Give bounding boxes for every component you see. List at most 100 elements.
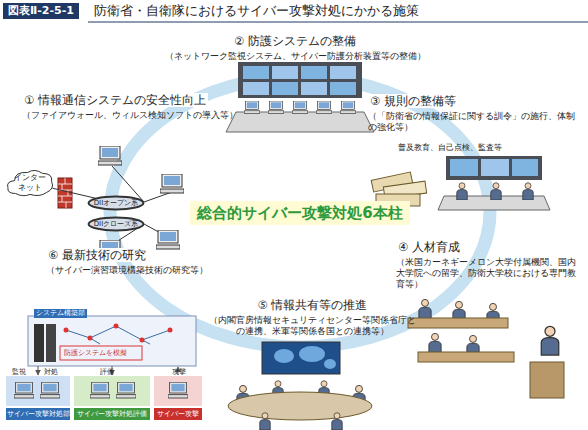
- control-room-part: [292, 101, 308, 113]
- network-oval: DIIクローズ系: [88, 217, 144, 231]
- node-heading: サイバー攻撃部: [154, 408, 202, 430]
- classroom-illustration-part: [419, 299, 431, 319]
- control-room-part: [238, 62, 362, 98]
- classroom-illustration-part: [429, 333, 441, 353]
- control-room-part: [243, 82, 269, 95]
- control-room-part: [301, 82, 327, 95]
- node-detail: （「防衛省の情報保証に関する訓令」の施行、体制の強化等）: [368, 111, 583, 132]
- exercise-illustration-part: [38, 366, 39, 375]
- node-detail: （米国カーネギーメロン大学付属機関、国内大学院への留学、防衛大学校における専門教…: [396, 257, 584, 289]
- meeting-illustration-part: [262, 342, 340, 374]
- meeting-illustration-part: [274, 349, 294, 363]
- pillar-hub: 総合的サイバー攻撃対処6本柱: [190, 201, 410, 225]
- control-room-part: [244, 101, 260, 113]
- oval-shape: [89, 218, 144, 231]
- rules-illustration-part: [523, 183, 534, 200]
- exercise-illustration-part: [88, 336, 93, 341]
- network-illustration-part: [156, 230, 180, 249]
- header-rule: [88, 22, 588, 23]
- control-room: [226, 62, 374, 132]
- control-room-part: [340, 101, 356, 113]
- exercise-illustration-part: [90, 382, 110, 398]
- meeting-illustration-part: [332, 413, 343, 430]
- flow-label: 攻撃: [172, 367, 186, 377]
- note-text: 普及教育、自己点検、監査等: [398, 142, 502, 153]
- network-oval: DIIオープン系: [88, 196, 144, 210]
- unit-box: サイバー攻撃部: [154, 408, 202, 420]
- exercise-illustration-part: [168, 382, 188, 398]
- exercise-illustration-part: [66, 326, 170, 344]
- classroom-illustration-part: [408, 318, 508, 328]
- exercise-illustration-part: [46, 324, 56, 362]
- node-detail: （サイバー演習環境構築技術の研究等）: [46, 265, 236, 276]
- node-detail: （ファイアウォール、ウィルス検知ソフトの導入等）: [22, 110, 262, 121]
- network-illustration-part: [98, 146, 122, 165]
- note-text: 防護システムを模擬: [64, 349, 127, 358]
- flow-label: 対処: [44, 367, 58, 377]
- node-detail: （ネットワーク監視システム、サイバー防護分析装置等の整備）: [140, 51, 450, 62]
- exercise-illustration-part: [40, 382, 60, 398]
- exercise-illustration-part: [116, 382, 136, 398]
- rules-illustration-part: [491, 183, 502, 200]
- node-heading: 総合的サイバー攻撃対処6本柱: [190, 201, 410, 225]
- internet-cloud: インターネット: [6, 168, 54, 198]
- node-heading: サイバー攻撃対処部: [6, 408, 70, 420]
- exercise-illustration-part: [34, 324, 44, 362]
- exercise-illustration-part: [14, 382, 34, 398]
- figure-title: 防衛省・自衛隊におけるサイバー攻撃対処にかかる施策: [94, 3, 419, 19]
- rules-illustration-part: [481, 159, 509, 176]
- exercise-illustration: [6, 316, 202, 406]
- control-room-part: [330, 66, 356, 79]
- classroom-illustration-part: [530, 362, 564, 398]
- exercise-illustration-part: [140, 338, 145, 343]
- meeting-illustration-part: [324, 359, 336, 369]
- exercise-illustration-part: [74, 376, 150, 406]
- node-heading: ⑤ 情報共有等の推進: [256, 298, 370, 312]
- node-detail: （内閣官房情報セキュリティセンター等関係省庁との連携、米軍等関係各国との連携等）: [205, 315, 420, 336]
- classroom-illustration: [408, 299, 564, 398]
- control-room-part: [316, 101, 332, 113]
- measure-item: ① 情報通信システムの安全性向上 （ファイアウォール、ウィルス検知ソフトの導入等）: [22, 89, 262, 121]
- node-heading: ① 情報通信システムの安全性向上: [22, 93, 208, 107]
- oval-shape: [89, 197, 144, 210]
- unit-box: サイバー攻撃対処部: [6, 408, 70, 420]
- exercise-illustration-part: [28, 316, 196, 366]
- unit-box: サイバー攻撃対処評価部: [74, 408, 150, 420]
- control-room-part: [268, 101, 284, 113]
- network-illustration-part: [58, 178, 72, 208]
- measure-item: ③ 規則の整備等 （「防衛省の情報保証に関する訓令」の施行、体制の強化等）: [368, 90, 583, 133]
- node-heading: ③ 規則の整備等: [368, 94, 458, 108]
- exercise-illustration-part: [154, 376, 202, 406]
- node-heading: サイバー攻撃対処評価部: [74, 408, 150, 430]
- node-heading: DIIクローズ系: [94, 217, 139, 231]
- classroom-illustration-part: [541, 326, 559, 355]
- network-illustration: [58, 146, 184, 259]
- node-heading: インターネット: [12, 173, 48, 193]
- node-heading: DIIオープン系: [94, 196, 139, 210]
- meeting-illustration-part: [299, 346, 325, 362]
- flow-label: 監視: [12, 367, 26, 377]
- flow-label: 評価: [100, 367, 114, 377]
- rules-illustration-part: [457, 183, 468, 200]
- figure-number: 図表Ⅱ-2-5-1: [3, 3, 79, 19]
- network-link: [52, 188, 95, 198]
- exercise-illustration-part: [64, 328, 69, 333]
- measure-item: ④ 人材育成 （米国カーネギーメロン大学付属機関、国内大学院への留学、防衛大学校に…: [396, 236, 584, 289]
- measure-item: ⑥ 最新技術の研究 （サイバー演習環境構築技術の研究等）: [46, 244, 236, 276]
- control-room-part: [272, 66, 298, 79]
- meeting-illustration-part: [260, 413, 271, 430]
- unit-tag: システム構築部: [34, 309, 87, 318]
- network-illustration-part: [160, 174, 184, 193]
- node-heading: ④ 人材育成: [396, 240, 462, 254]
- measure-item: ⑤ 情報共有等の推進 （内閣官房情報セキュリティセンター等関係省庁との連携、米軍等…: [205, 294, 420, 337]
- node-heading: ⑥ 最新技術の研究: [46, 248, 148, 262]
- control-room-part: [330, 82, 356, 95]
- network-illustration-part: [58, 178, 72, 208]
- exercise-illustration-part: [60, 346, 142, 360]
- meeting-illustration-part: [228, 392, 372, 420]
- meeting-illustration: [228, 342, 372, 430]
- control-room-part: [243, 66, 269, 79]
- rules-illustration-part: [446, 156, 542, 180]
- exercise-illustration-part: [168, 328, 173, 333]
- classroom-illustration-part: [418, 352, 514, 362]
